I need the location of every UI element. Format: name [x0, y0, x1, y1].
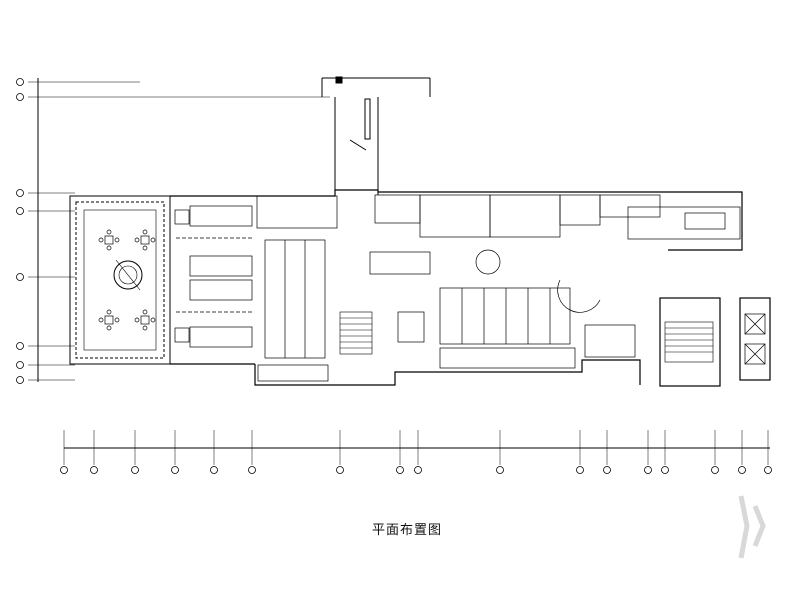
grid-bubbles-left	[16, 78, 24, 384]
stair-right	[664, 321, 714, 363]
top-room-row	[256, 194, 741, 240]
bottom-dimension-chain	[63, 430, 770, 465]
drawing-caption: 平面布置图	[372, 523, 443, 538]
main-outline	[170, 189, 771, 387]
booth-block-right	[369, 249, 636, 369]
stair-left	[339, 311, 373, 355]
elevator-icon	[744, 313, 766, 365]
left-dimension-chain	[28, 78, 330, 382]
left-wing	[69, 195, 171, 365]
grid-bubbles-bottom	[60, 466, 772, 474]
watermark-logo	[738, 495, 766, 559]
top-corridor	[321, 76, 431, 195]
table-sets-left	[98, 229, 156, 331]
booth-block-center	[174, 205, 329, 382]
